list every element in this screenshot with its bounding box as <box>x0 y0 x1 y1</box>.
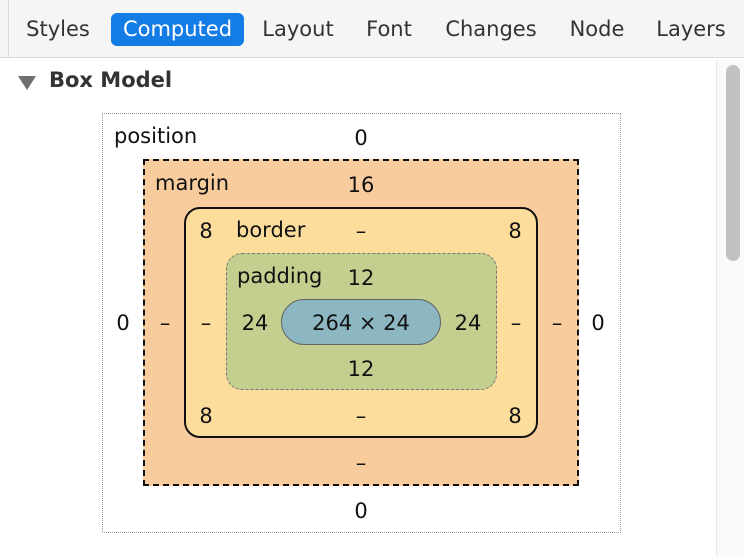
border-top-right-radius[interactable]: 8 <box>508 219 522 243</box>
border-top-left-radius[interactable]: 8 <box>199 219 213 243</box>
section-title-box-model[interactable]: Box Model <box>49 68 173 92</box>
margin-label: margin <box>155 171 230 195</box>
padding-left-value[interactable]: 24 <box>241 311 269 335</box>
border-left-value[interactable]: – <box>200 311 212 335</box>
tab-layout[interactable]: Layout <box>262 17 334 41</box>
scrollbar-thumb[interactable] <box>726 65 740 261</box>
padding-right-value[interactable]: 24 <box>454 311 482 335</box>
tab-styles[interactable]: Styles <box>26 17 90 41</box>
tab-computed[interactable]: Computed <box>111 13 244 46</box>
inspector-tab-bar: Styles Computed Layout Font Changes Node… <box>0 0 744 58</box>
position-label: position <box>114 124 198 148</box>
border-bottom-left-radius[interactable]: 8 <box>199 404 213 428</box>
tab-bar-divider <box>8 0 9 58</box>
border-top-value[interactable]: – <box>355 219 367 243</box>
position-left-value[interactable]: 0 <box>116 311 130 335</box>
tab-changes[interactable]: Changes <box>445 17 537 41</box>
content-dimensions[interactable]: 264 × 24 <box>312 311 410 335</box>
padding-bottom-value[interactable]: 12 <box>347 357 375 381</box>
position-top-value[interactable]: 0 <box>354 126 368 150</box>
padding-top-value[interactable]: 12 <box>347 266 375 290</box>
margin-left-value[interactable]: – <box>159 311 171 335</box>
border-right-value[interactable]: – <box>510 311 522 335</box>
margin-right-value[interactable]: – <box>551 311 563 335</box>
position-right-value[interactable]: 0 <box>591 311 605 335</box>
padding-label: padding <box>237 264 323 288</box>
margin-bottom-value[interactable]: – <box>355 451 367 475</box>
border-bottom-right-radius[interactable]: 8 <box>508 404 522 428</box>
position-bottom-value[interactable]: 0 <box>354 499 368 523</box>
content-box[interactable] <box>281 299 441 345</box>
tab-node[interactable]: Node <box>569 17 625 41</box>
tab-layers[interactable]: Layers <box>656 17 726 41</box>
vertical-scrollbar[interactable] <box>716 60 744 556</box>
border-bottom-value[interactable]: – <box>355 404 367 428</box>
border-label: border <box>236 218 306 242</box>
disclosure-triangle-icon[interactable] <box>18 76 36 90</box>
tab-font[interactable]: Font <box>366 17 412 41</box>
margin-top-value[interactable]: 16 <box>347 173 375 197</box>
